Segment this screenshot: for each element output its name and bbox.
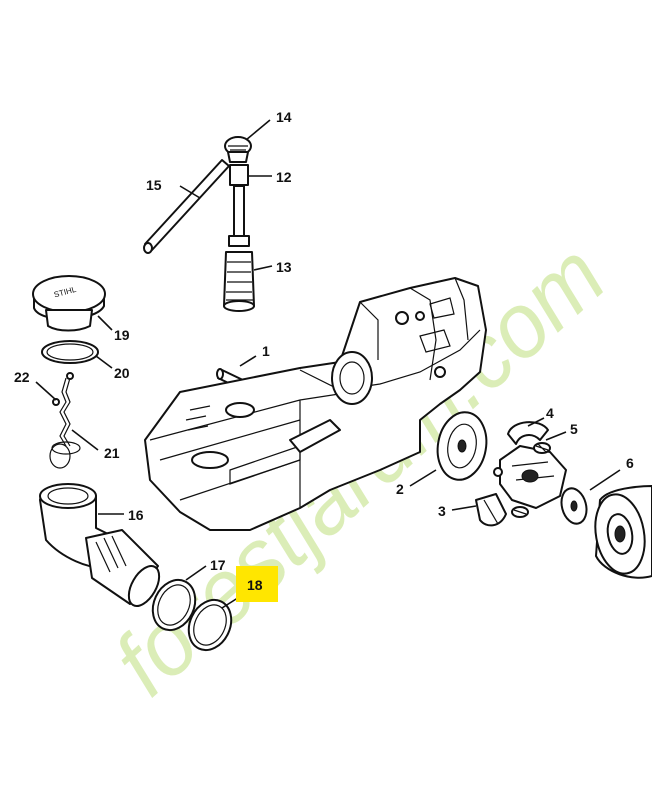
label-22: 22 [14, 369, 30, 385]
part-18-ring [187, 598, 233, 652]
part-6-washer [560, 487, 588, 525]
crankcase [144, 277, 487, 531]
label-15: 15 [146, 177, 162, 193]
clutch-drum [594, 485, 652, 579]
label-18: 18 [247, 577, 263, 593]
label-12: 12 [276, 169, 292, 185]
highlight-box-18 [236, 566, 278, 602]
label-5: 5 [570, 421, 578, 437]
label-2: 2 [396, 481, 404, 497]
part-21-strap [49, 372, 81, 469]
label-20: 20 [114, 365, 130, 381]
label-6: 6 [626, 455, 634, 471]
part-14-cap [224, 136, 252, 163]
part-12-tube [228, 164, 250, 247]
label-19: 19 [114, 327, 130, 343]
part-17-ring [151, 578, 197, 632]
leader-lines [35, 119, 621, 609]
label-16: 16 [128, 507, 144, 523]
part-13-filter [223, 251, 255, 312]
part-19-tank-cap: STIHL [32, 275, 106, 332]
label-13: 13 [276, 259, 292, 275]
part-15-hose-rod [143, 159, 230, 254]
part-3-4-5-clutch [475, 421, 567, 527]
label-17: 17 [210, 557, 226, 573]
label-3: 3 [438, 503, 446, 519]
label-21: 21 [104, 445, 120, 461]
callout-labels: 14 15 12 13 19 20 22 21 16 17 18 1 2 3 4… [14, 109, 634, 593]
part-20-o-ring [41, 340, 99, 364]
part-16-elbow [39, 483, 161, 607]
label-1: 1 [262, 343, 270, 359]
label-14: 14 [276, 109, 292, 125]
label-4: 4 [546, 405, 554, 421]
part-2-pump [436, 411, 488, 481]
